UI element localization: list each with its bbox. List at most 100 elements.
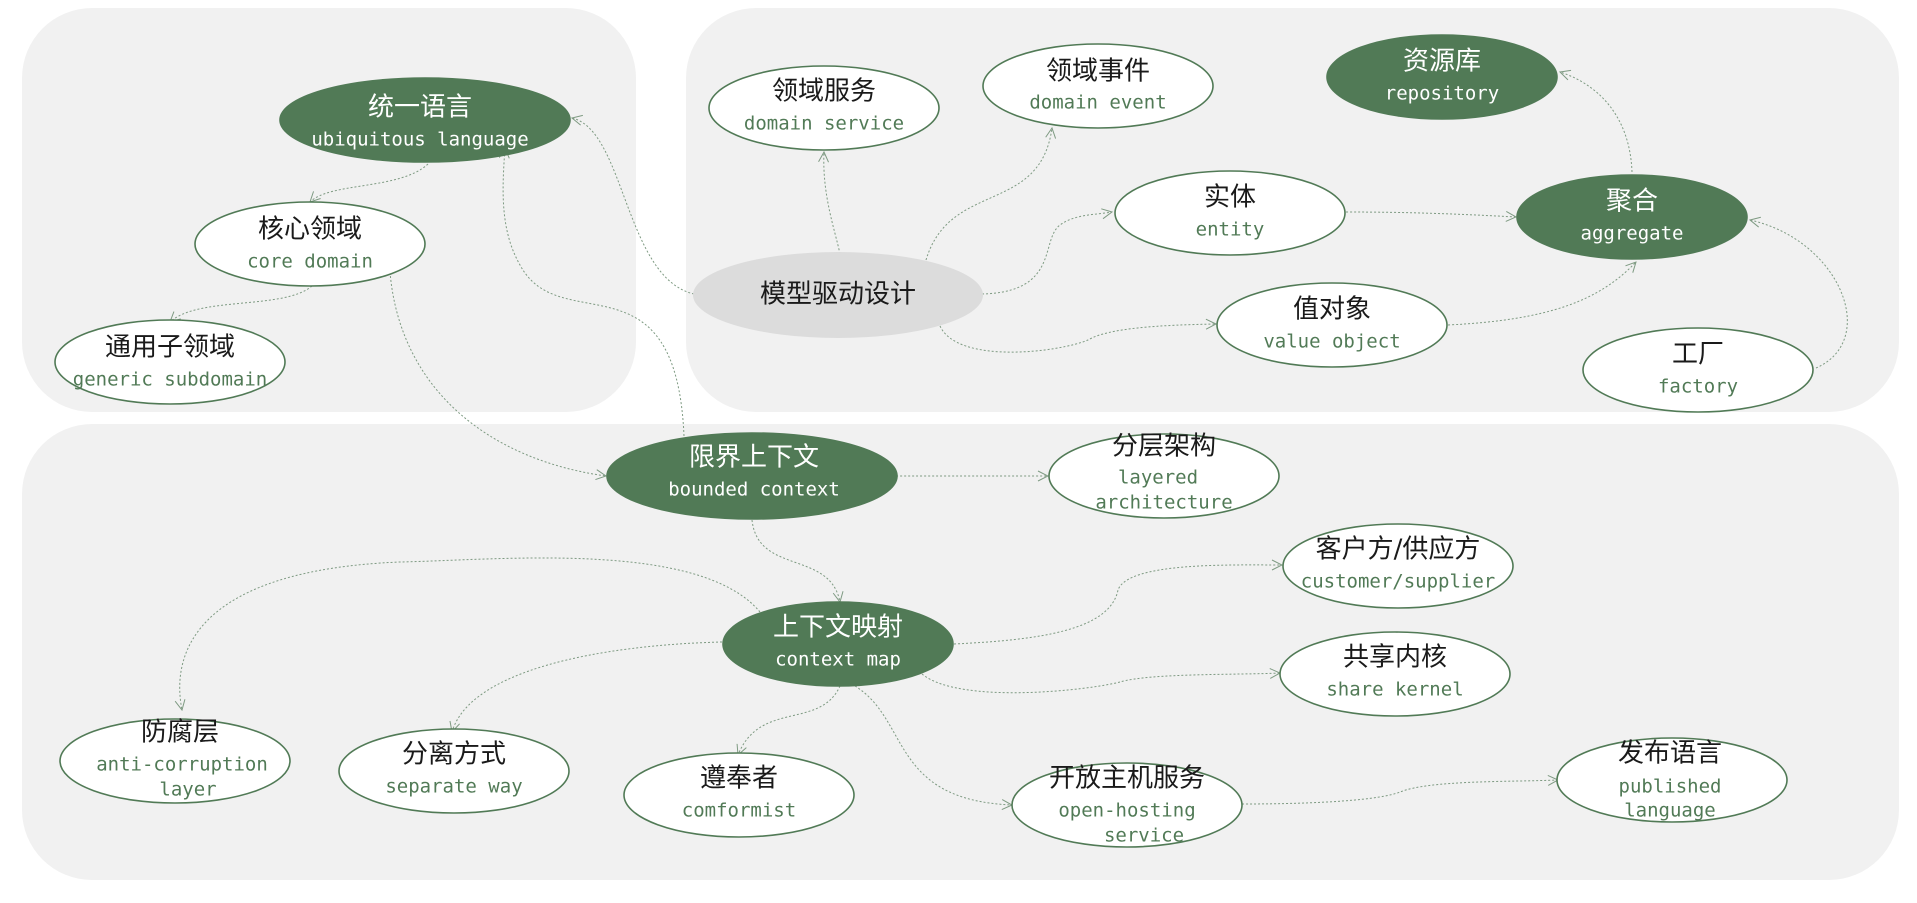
node-label-en: entity — [1196, 219, 1265, 241]
edges-layer — [170, 72, 1848, 805]
node-domain-event[interactable]: 领域事件 domain event — [982, 43, 1214, 129]
edge-entity-to-aggregate — [1345, 212, 1516, 217]
node-ellipse — [982, 43, 1214, 129]
node-label-zh: 聚合 — [1606, 187, 1658, 217]
node-generic-subdomain[interactable]: 通用子领域 generic subdomain — [54, 319, 286, 405]
node-label-en-line2: architecture — [1095, 492, 1232, 514]
edge-model-to-value-object — [939, 324, 1216, 353]
node-label-zh: 发布语言 — [1618, 739, 1722, 769]
node-label-en: layered — [1118, 467, 1198, 489]
node-label-zh: 遵奉者 — [700, 764, 778, 794]
node-label-zh: 限界上下文 — [689, 443, 819, 473]
node-ellipse — [1282, 523, 1514, 609]
node-label-zh: 统一语言 — [368, 93, 472, 123]
node-ellipse — [279, 77, 571, 163]
node-ellipse — [1582, 327, 1814, 413]
node-label-zh: 分离方式 — [402, 740, 506, 770]
node-label-zh: 上下文映射 — [773, 613, 903, 643]
node-label-zh: 值对象 — [1293, 295, 1371, 325]
node-label-zh: 领域服务 — [772, 77, 876, 107]
edge-bounded-context-to-ubiquitous-language — [503, 148, 685, 437]
node-ellipse — [1048, 433, 1280, 519]
node-label-zh: 客户方/供应方 — [1316, 535, 1481, 565]
node-label-zh: 模型驱动设计 — [760, 280, 916, 310]
node-ellipse — [1011, 762, 1243, 848]
node-label-en: value object — [1263, 331, 1400, 353]
node-label-en: anti-corruption — [96, 754, 268, 776]
edge-core-domain-to-bounded-context — [389, 271, 606, 476]
node-aggregate[interactable]: 聚合 aggregate — [1516, 174, 1748, 260]
node-label-zh: 资源库 — [1403, 47, 1481, 77]
node-core-domain[interactable]: 核心领域 core domain — [194, 201, 426, 287]
node-label-en-line2: language — [1624, 800, 1716, 822]
node-label-en: open-hosting — [1058, 800, 1195, 822]
node-label-en: comformist — [682, 800, 796, 822]
node-label-zh: 实体 — [1204, 183, 1256, 213]
node-bounded-context[interactable]: 限界上下文 bounded context — [606, 432, 898, 520]
edge-context-map-to-anti-corruption-layer — [180, 557, 761, 710]
node-label-zh: 防腐层 — [141, 718, 219, 748]
edge-value-object-to-aggregate — [1447, 262, 1636, 326]
edge-ubiquitous-language-to-core-domain — [310, 163, 429, 202]
node-published-language[interactable]: 发布语言 published language — [1556, 737, 1788, 823]
node-label-en: core domain — [247, 251, 373, 273]
node-ellipse — [1556, 737, 1788, 823]
node-label-en-line2: layer — [159, 779, 216, 801]
node-label-en: factory — [1658, 376, 1738, 398]
node-conformist[interactable]: 遵奉者 comformist — [623, 752, 855, 838]
node-ellipse — [54, 319, 286, 405]
node-ellipse — [1516, 174, 1748, 260]
node-label-en: customer/supplier — [1301, 571, 1495, 593]
edge-bounded-context-to-context-map — [751, 519, 840, 602]
nodes-layer: 统一语言 ubiquitous language 核心领域 core domai… — [54, 34, 1814, 848]
node-repository[interactable]: 资源库 repository — [1326, 34, 1558, 120]
node-label-en-line2: service — [1104, 825, 1184, 847]
node-layered-architecture[interactable]: 分层架构 layered architecture — [1048, 432, 1280, 519]
node-ellipse — [59, 718, 291, 804]
node-label-en: aggregate — [1581, 223, 1684, 245]
node-model-driven-design[interactable]: 模型驱动设计 — [693, 252, 983, 338]
node-label-zh: 分层架构 — [1112, 432, 1216, 462]
node-ellipse — [1326, 34, 1558, 120]
node-label-zh: 开放主机服务 — [1049, 764, 1205, 794]
node-label-en: bounded context — [668, 479, 840, 501]
edge-core-domain-to-generic-subdomain — [170, 285, 313, 322]
edge-factory-to-aggregate — [1750, 220, 1848, 369]
node-ellipse — [1279, 631, 1511, 717]
node-label-en: domain service — [744, 113, 904, 135]
node-share-kernel[interactable]: 共享内核 share kernel — [1279, 631, 1511, 717]
node-ellipse — [623, 752, 855, 838]
node-label-zh: 领域事件 — [1046, 57, 1150, 87]
node-context-map[interactable]: 上下文映射 context map — [722, 601, 954, 687]
node-separate-way[interactable]: 分离方式 separate way — [338, 728, 570, 814]
edge-model-to-domain-event — [925, 128, 1052, 261]
node-anti-corruption-layer[interactable]: 防腐层 anti-corruption layer — [59, 718, 291, 804]
node-ubiquitous-language[interactable]: 统一语言 ubiquitous language — [279, 77, 571, 163]
node-label-en: generic subdomain — [73, 369, 267, 391]
edge-context-map-to-open-host-service — [854, 685, 1012, 805]
node-ellipse — [338, 728, 570, 814]
node-label-en: repository — [1385, 83, 1499, 105]
node-label-en: published — [1619, 776, 1722, 798]
node-label-en: ubiquitous language — [311, 129, 528, 151]
edge-aggregate-to-repository — [1560, 72, 1633, 173]
node-customer-supplier[interactable]: 客户方/供应方 customer/supplier — [1282, 523, 1514, 609]
node-label-zh: 工厂 — [1672, 340, 1724, 370]
node-label-en: share kernel — [1326, 679, 1463, 701]
node-label-zh: 共享内核 — [1343, 643, 1447, 673]
edge-model-to-ubiquitous-language — [572, 118, 695, 295]
node-factory[interactable]: 工厂 factory — [1582, 327, 1814, 413]
node-entity[interactable]: 实体 entity — [1114, 170, 1346, 256]
node-open-host-service[interactable]: 开放主机服务 open-hosting service — [1011, 762, 1243, 848]
node-ellipse — [1114, 170, 1346, 256]
node-ellipse — [708, 65, 940, 151]
node-ellipse — [693, 252, 983, 338]
node-label-en: domain event — [1029, 92, 1166, 114]
node-label-zh: 通用子领域 — [105, 333, 235, 363]
edge-context-map-to-share-kernel — [921, 673, 1280, 694]
node-label-en: separate way — [385, 776, 522, 798]
node-ellipse — [194, 201, 426, 287]
node-domain-service[interactable]: 领域服务 domain service — [708, 65, 940, 151]
node-value-object[interactable]: 值对象 value object — [1216, 282, 1448, 368]
node-label-en: context map — [775, 649, 901, 671]
